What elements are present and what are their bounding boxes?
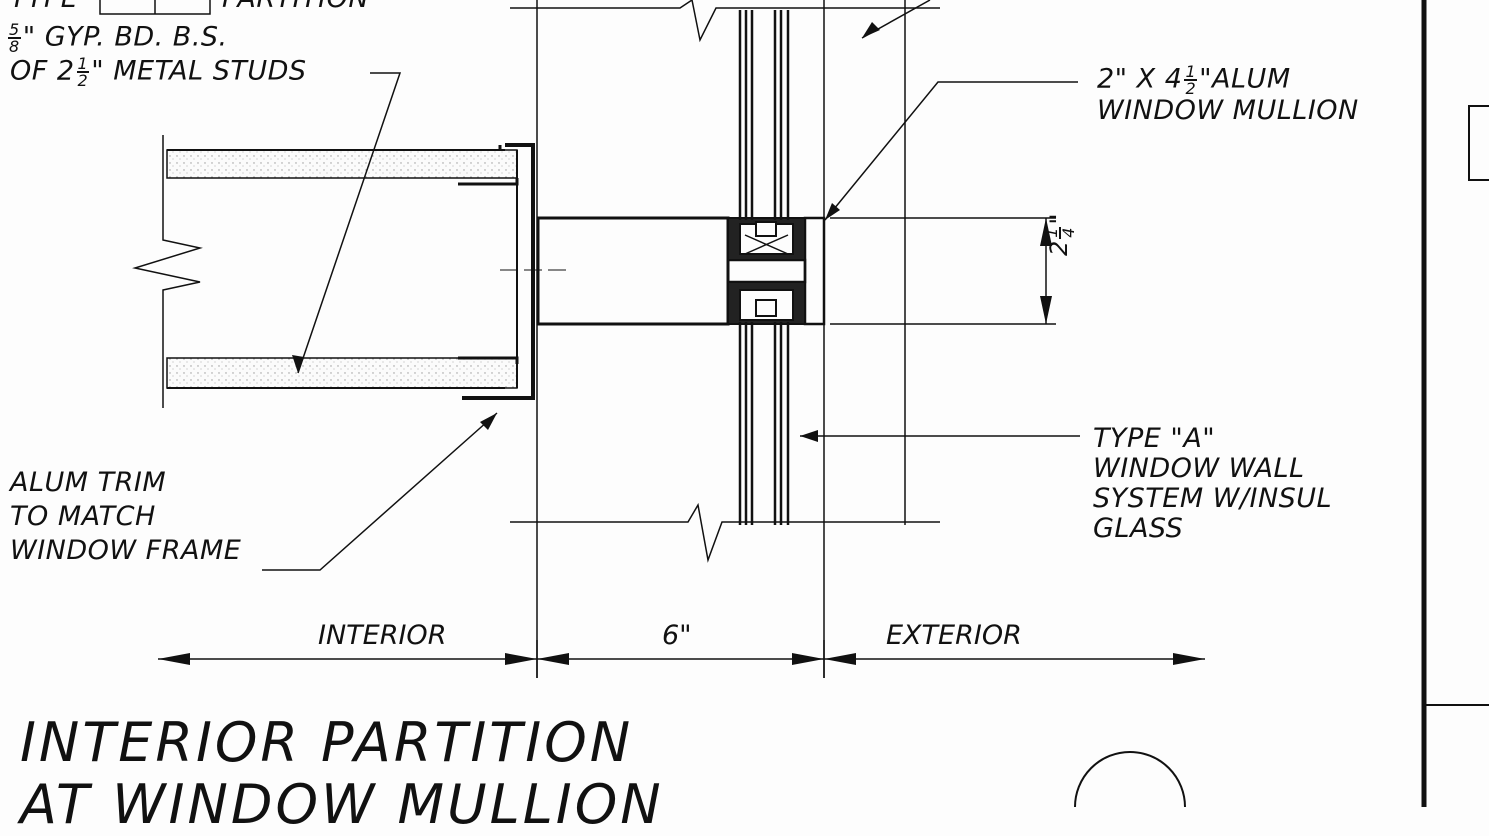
leader-studs bbox=[297, 72, 402, 374]
studs-den: 2 bbox=[77, 71, 89, 90]
dim-text-width: 6" bbox=[662, 620, 692, 651]
detail-bubble bbox=[1074, 751, 1186, 807]
break-line-top bbox=[510, 0, 940, 43]
partition-type-suffix: PARTITION bbox=[222, 0, 369, 14]
arrowhead-top bbox=[862, 22, 880, 38]
dim-arrow-depth-bottom bbox=[1040, 296, 1052, 324]
mullion-web bbox=[726, 258, 807, 284]
trim-line-1: ALUM TRIM bbox=[10, 467, 167, 498]
label-window-wall: TYPE "A" WINDOW WALL SYSTEM W/INSUL GLAS… bbox=[1093, 424, 1332, 544]
mullion-extension bbox=[536, 216, 730, 326]
trim-line-2: TO MATCH bbox=[10, 501, 156, 532]
insulated-glass-lower bbox=[738, 322, 790, 525]
dim-arrow-right-end bbox=[1173, 653, 1205, 665]
leader-mullion bbox=[824, 81, 1078, 221]
mullion-prefix: 2" X 4 bbox=[1097, 63, 1183, 95]
label-partition-type: TYPE bbox=[10, 0, 78, 14]
gyp-rest: " GYP. BD. B.S. bbox=[22, 21, 228, 53]
mullion-den: 2 bbox=[1185, 79, 1197, 98]
studs-num: 1 bbox=[76, 54, 90, 73]
arrowhead-studs bbox=[292, 355, 304, 373]
section-detail-drawing bbox=[99, 0, 1489, 807]
dim-arrow-left-end bbox=[158, 653, 190, 665]
label-alum-trim: ALUM TRIM TO MATCH WINDOW FRAME bbox=[10, 466, 241, 568]
studs-rest: " METAL STUDS bbox=[91, 55, 307, 87]
gyp-den: 8 bbox=[9, 37, 20, 56]
depth-whole: 2 bbox=[1045, 240, 1073, 256]
window-wall-line-3: SYSTEM W/INSUL bbox=[1093, 483, 1333, 514]
dim-arrow-exterior-left bbox=[824, 653, 856, 665]
title-line-2: AT WINDOW MULLION bbox=[20, 773, 664, 836]
trim-line-3: WINDOW FRAME bbox=[10, 535, 242, 566]
partition-type-prefix: TYPE bbox=[10, 0, 78, 14]
dim-arrow-depth-top bbox=[1040, 218, 1052, 246]
alum-trim bbox=[462, 143, 535, 400]
dim-arrow-width-right bbox=[792, 653, 824, 665]
gypsum-board-bottom bbox=[166, 357, 518, 389]
studs-prefix: OF 2 bbox=[10, 55, 75, 87]
partition-break-line bbox=[132, 135, 203, 408]
mullion-rest: "ALUM bbox=[1199, 63, 1291, 95]
window-wall-line-4: GLASS bbox=[1093, 513, 1184, 544]
dim-arrow-interior-right bbox=[505, 653, 537, 665]
window-wall-line-2: WINDOW WALL bbox=[1093, 453, 1305, 484]
depth-den: 4 bbox=[1059, 227, 1078, 238]
dim-text-exterior: EXTERIOR bbox=[886, 620, 1022, 651]
gypsum-board-top bbox=[166, 149, 518, 179]
mullion-cap bbox=[803, 216, 826, 326]
dim-arrow-width-left bbox=[537, 653, 569, 665]
gyp-num: 5 bbox=[8, 20, 21, 39]
break-line-bottom bbox=[510, 502, 940, 563]
stud-track-top bbox=[458, 178, 519, 186]
insulated-glass-upper bbox=[738, 10, 790, 220]
sheet-tag bbox=[1468, 105, 1489, 181]
dim-text-interior: INTERIOR bbox=[318, 620, 447, 651]
mullion-line2: WINDOW MULLION bbox=[1097, 95, 1359, 126]
arrowhead-window-wall bbox=[800, 430, 818, 442]
detail-title: INTERIOR PARTITION AT WINDOW MULLION bbox=[20, 712, 664, 836]
leader-trim bbox=[262, 412, 498, 571]
label-partition-type-suffix: PARTITION bbox=[222, 0, 369, 14]
depth-unit: " bbox=[1045, 213, 1073, 225]
title-line-1: INTERIOR PARTITION bbox=[20, 711, 634, 774]
arrowhead-mullion bbox=[825, 203, 840, 220]
window-wall-line-1: TYPE "A" bbox=[1093, 423, 1216, 454]
arrowhead-trim bbox=[480, 413, 497, 430]
mullion-num: 1 bbox=[1184, 62, 1198, 81]
